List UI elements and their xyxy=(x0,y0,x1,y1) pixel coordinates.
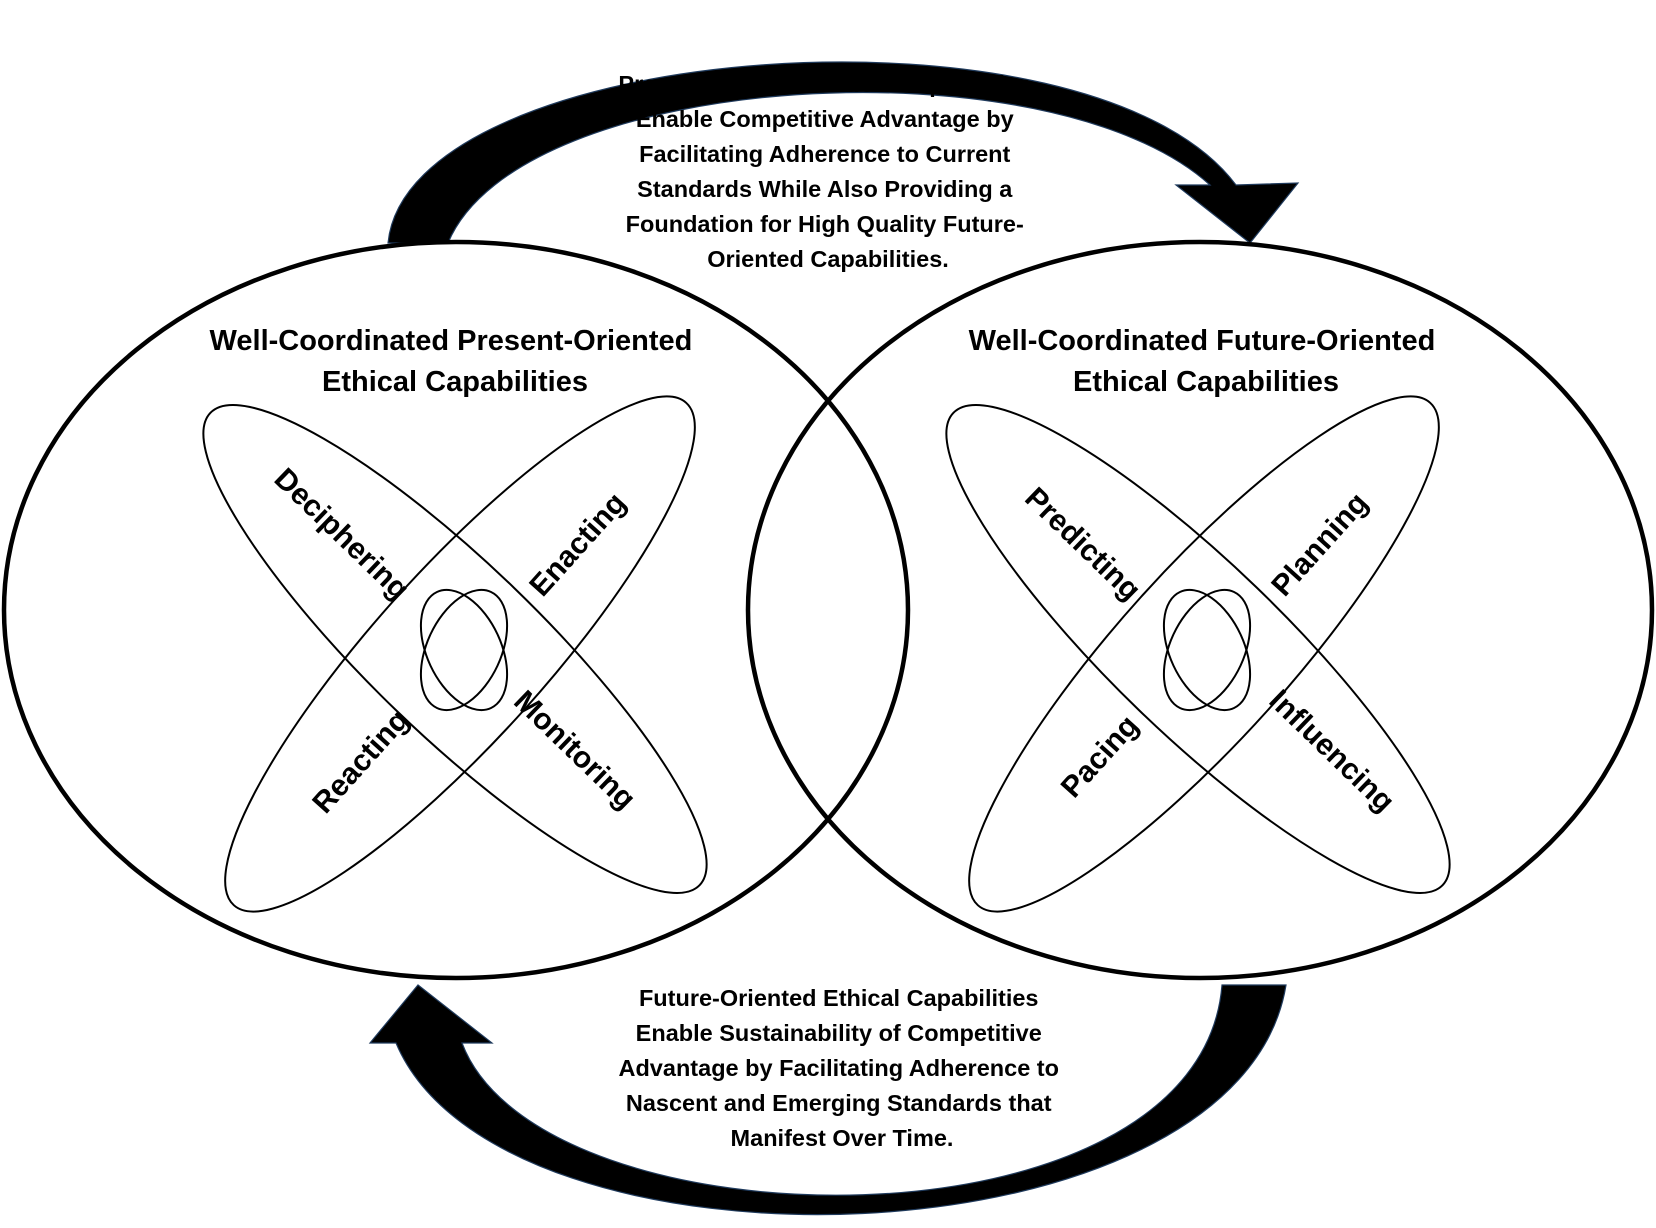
center-ring-b xyxy=(419,588,509,712)
top-arrow-note: Present-Oriented Ethical Capabilities En… xyxy=(618,71,1037,272)
bottom-arrow-note: Future-Oriented Ethical Capabilities Ena… xyxy=(618,985,1065,1151)
petal-predicting xyxy=(945,404,1451,894)
center-ring-d xyxy=(1162,588,1252,712)
future-petals xyxy=(945,395,1451,913)
label-predicting: Predicting xyxy=(1018,481,1146,607)
present-circle-title: Well-Coordinated Present-Oriented Ethica… xyxy=(210,325,701,398)
petal-deciphering xyxy=(202,404,708,894)
present-petals xyxy=(202,395,708,913)
center-ring-a xyxy=(419,588,509,712)
petal-planning xyxy=(968,395,1440,913)
label-enacting: Enacting xyxy=(523,487,632,603)
label-pacing: Pacing xyxy=(1055,709,1145,804)
center-ring-c xyxy=(1162,588,1252,712)
label-influencing: Influencing xyxy=(1263,684,1401,819)
label-planning: Planning xyxy=(1265,487,1374,603)
top-curved-arrow xyxy=(387,61,1300,244)
bottom-curved-arrow xyxy=(368,984,1287,1216)
future-oriented-circle xyxy=(745,239,1655,981)
present-oriented-circle xyxy=(1,239,911,981)
label-reacting: Reacting xyxy=(306,704,415,820)
future-circle-title: Well-Coordinated Future-Oriented Ethical… xyxy=(969,325,1444,398)
petal-enacting xyxy=(224,395,696,913)
